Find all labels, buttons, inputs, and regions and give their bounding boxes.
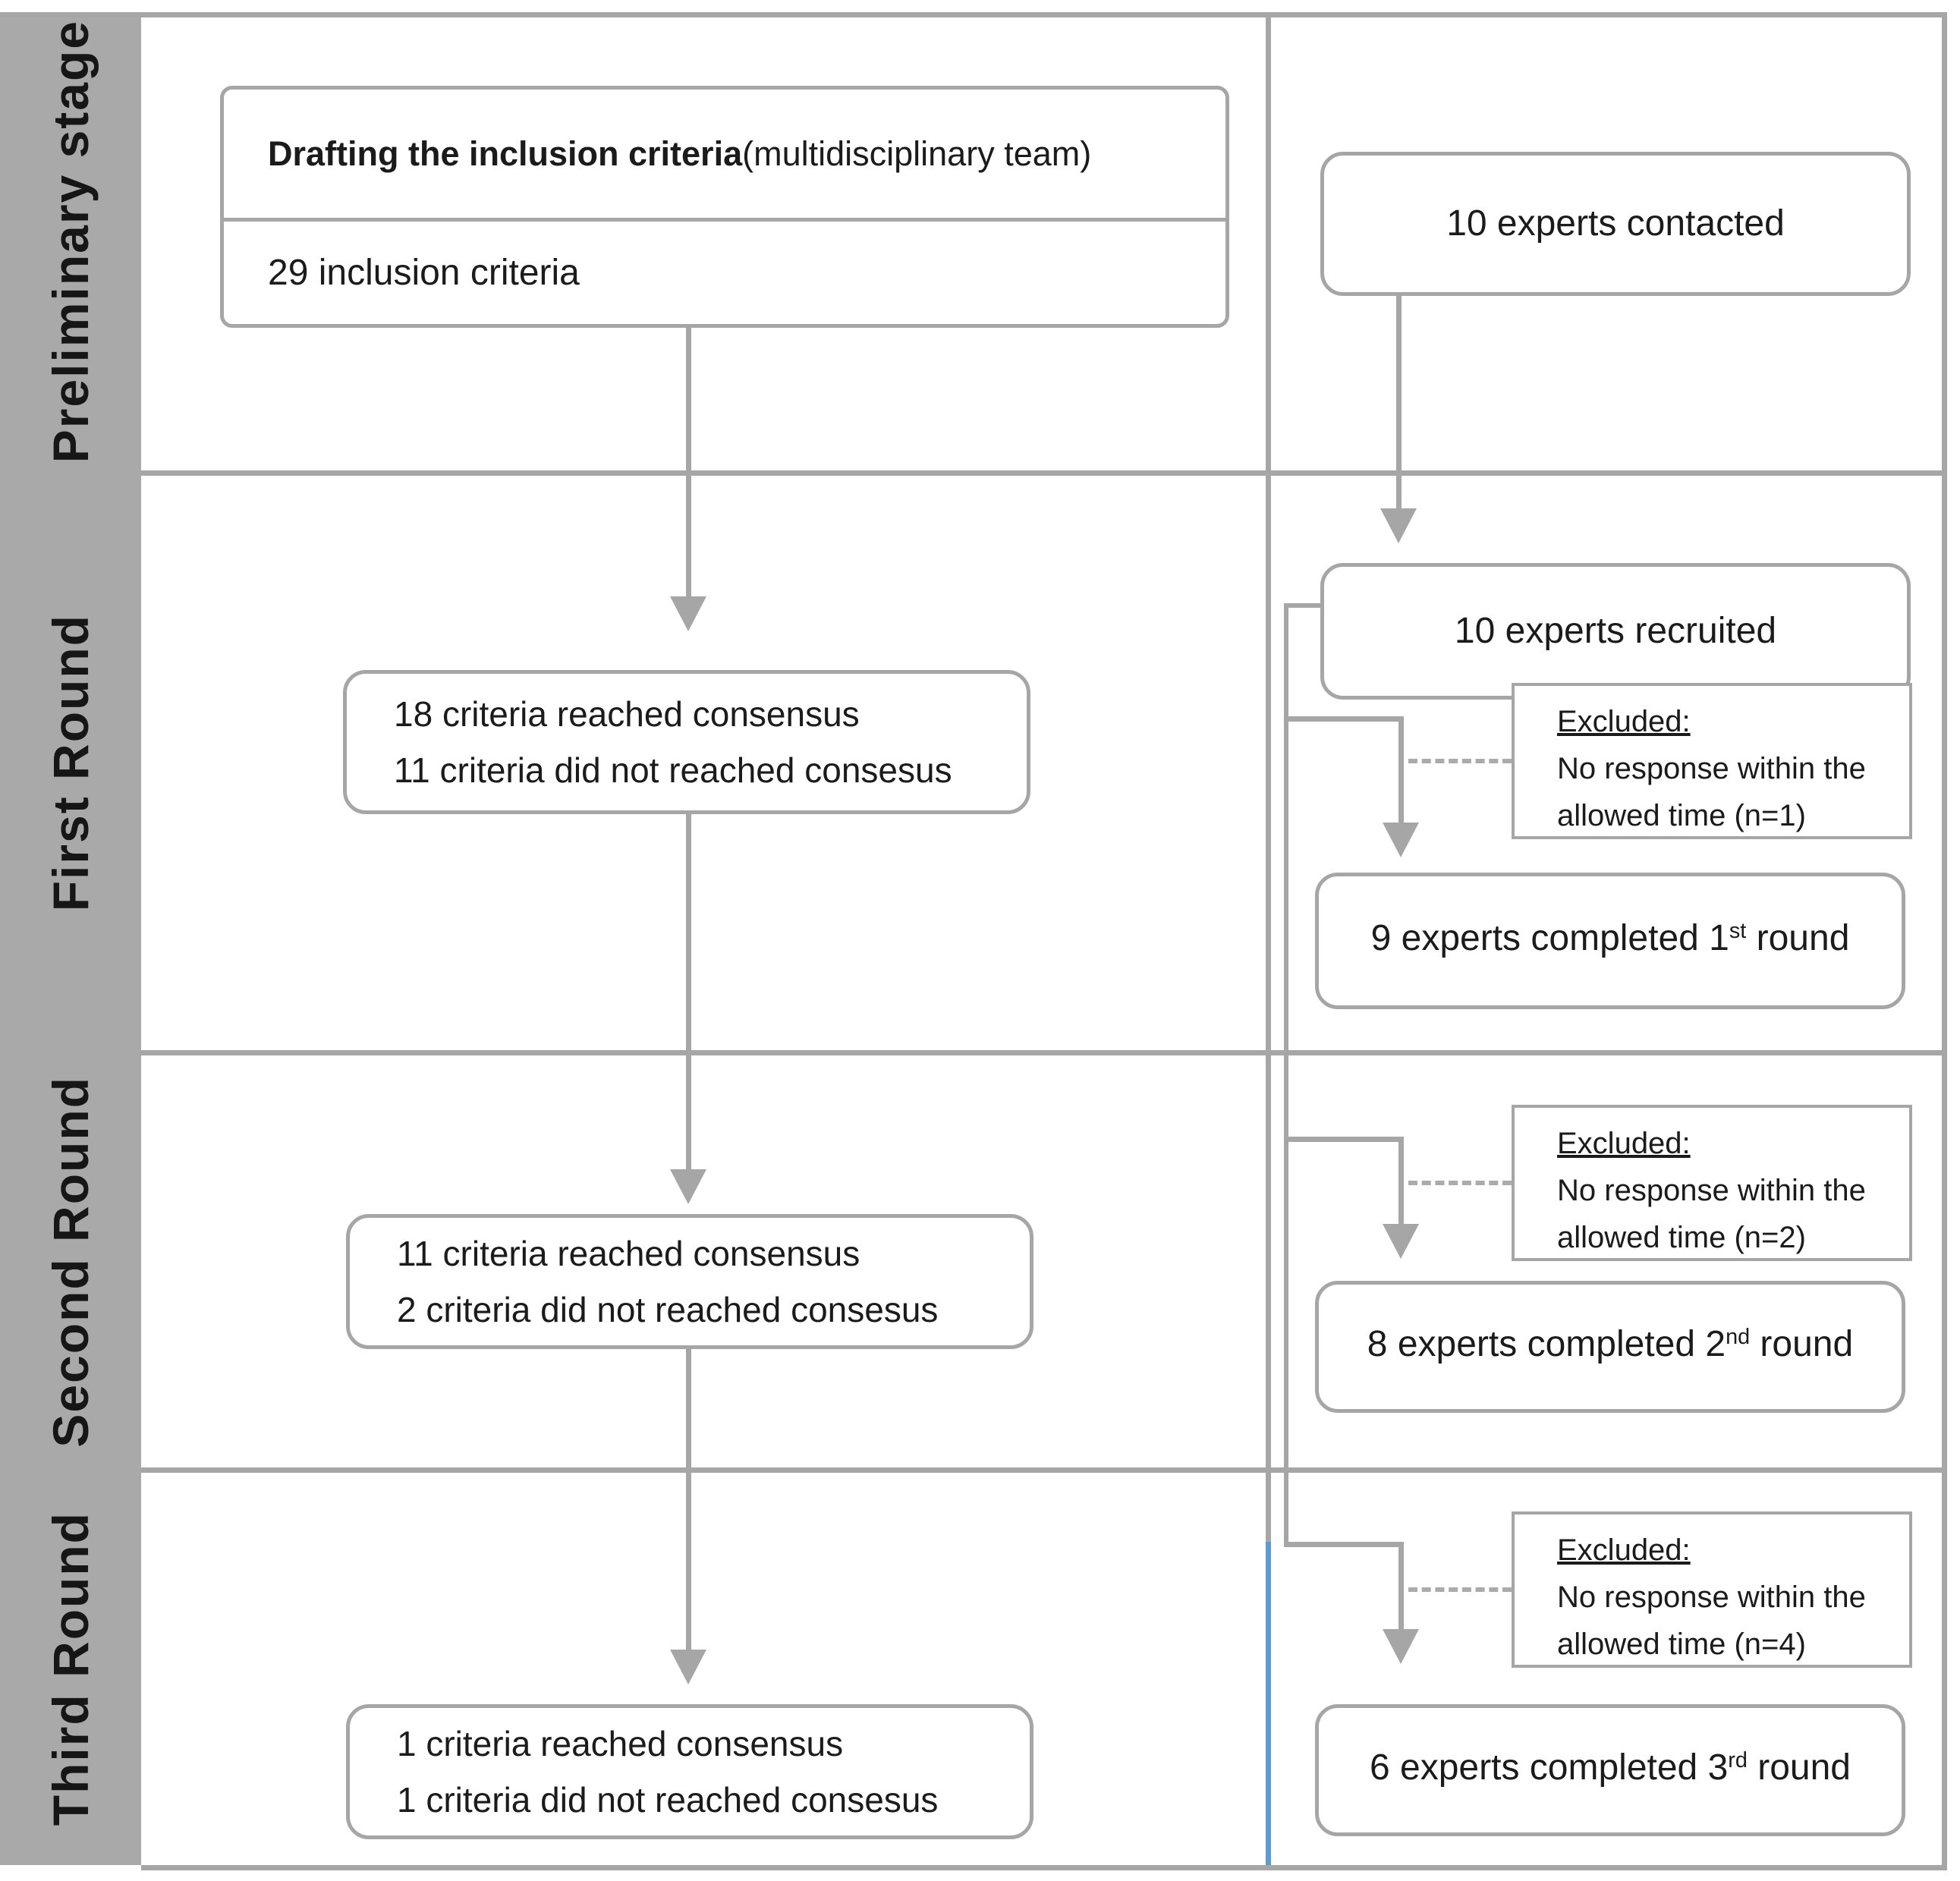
experts-completed-label: 8 experts completed 2nd round (1367, 1316, 1853, 1377)
inclusion-criteria-count: 29 inclusion criteria (224, 222, 1225, 324)
consensus-line: 18 criteria reached consensus (394, 694, 860, 734)
stage-sidebar (0, 12, 141, 1865)
connector-stub (1284, 603, 1323, 608)
table-bottom-border (141, 1865, 1947, 1870)
consensus-line: 11 criteria reached consensus (397, 1234, 860, 1273)
sidebar-label-first-round: First Round (0, 476, 141, 1050)
drafting-title-bold: Drafting the inclusion criteria (268, 134, 743, 173)
down-arrow-icon (1383, 1629, 1419, 1664)
experts-contacted-label: 10 experts contacted (1446, 203, 1785, 244)
completed-prefix: 9 experts completed 1 (1370, 918, 1729, 958)
down-arrow-icon (670, 1169, 706, 1204)
ordinal-superscript: st (1729, 919, 1747, 944)
branch-arrow-shaft-round1 (1398, 716, 1404, 824)
excluded-heading: Excluded: (1557, 1533, 1691, 1567)
excluded-dashed-link-round3 (1408, 1587, 1512, 1592)
excluded-reason-line: allowed time (n=1) (1557, 799, 1806, 832)
table-top-border (0, 12, 1947, 17)
row-divider-preliminary-first (141, 470, 1947, 476)
flow-arrow-shaft-2 (686, 814, 691, 1171)
row-divider-second-third (141, 1467, 1947, 1473)
completed-prefix: 6 experts completed 3 (1370, 1747, 1729, 1788)
stage-label: Third Round (42, 1511, 99, 1826)
down-arrow-icon (1380, 508, 1417, 543)
experts-contacted-box: 10 experts contacted (1320, 152, 1911, 296)
excluded-box-round1: Excluded: No response within the allowed… (1512, 683, 1912, 839)
excluded-box-round2: Excluded: No response within the allowed… (1512, 1105, 1912, 1261)
branch-line-round1 (1284, 716, 1403, 722)
ordinal-superscript: rd (1728, 1748, 1748, 1773)
drafting-title-rest: (multidisciplinary team) (742, 134, 1092, 173)
row-divider-first-second (141, 1050, 1947, 1055)
excluded-reason-line: No response within the (1557, 752, 1866, 785)
flow-arrow-shaft-1 (686, 328, 691, 598)
excluded-reason-line: No response within the (1557, 1581, 1866, 1614)
exclusion-connector-line (1284, 603, 1288, 1546)
excluded-heading: Excluded: (1557, 1127, 1691, 1160)
completed-suffix: round (1746, 918, 1850, 958)
completed-suffix: round (1747, 1747, 1851, 1788)
excluded-dashed-link-round1 (1408, 759, 1512, 763)
sidebar-label-third-round: Third Round (0, 1473, 141, 1865)
ordinal-superscript: nd (1726, 1325, 1751, 1350)
experts-completed-box-round3: 6 experts completed 3rd round (1315, 1704, 1905, 1836)
third-round-consensus-box: 1 criteria reached consensus 1 criteria … (346, 1704, 1033, 1839)
excluded-reason-line: allowed time (n=4) (1557, 1628, 1806, 1661)
sidebar-label-preliminary-stage: Preliminary stage (0, 12, 141, 470)
completed-prefix: 8 experts completed 2 (1367, 1324, 1726, 1364)
experts-completed-label: 6 experts completed 3rd round (1370, 1740, 1851, 1801)
excluded-box-round3: Excluded: No response within the allowed… (1512, 1511, 1912, 1668)
branch-arrow-shaft-round2 (1398, 1137, 1404, 1225)
experts-completed-box-round1: 9 experts completed 1st round (1315, 873, 1905, 1009)
consensus-line: 2 criteria did not reached consesus (397, 1290, 939, 1329)
experts-recruited-label: 10 experts recruited (1454, 611, 1777, 651)
flow-arrow-shaft-3 (686, 1349, 691, 1651)
drafting-box-title: Drafting the inclusion criteria (multidi… (224, 90, 1225, 222)
first-round-consensus-box: 18 criteria reached consensus 11 criteri… (343, 670, 1030, 814)
inclusion-criteria-count-text: 29 inclusion criteria (268, 252, 580, 293)
down-arrow-icon (1383, 823, 1419, 857)
experts-arrow-shaft (1396, 296, 1402, 510)
table-right-border (1942, 12, 1947, 1870)
consensus-line: 1 criteria did not reached consesus (397, 1780, 939, 1820)
experts-recruited-box: 10 experts recruited (1320, 563, 1911, 700)
down-arrow-icon (670, 596, 706, 631)
completed-suffix: round (1750, 1324, 1854, 1364)
down-arrow-icon (670, 1650, 706, 1684)
blue-accent-line (1266, 1542, 1271, 1865)
excluded-reason-line: No response within the (1557, 1174, 1866, 1207)
excluded-dashed-link-round2 (1408, 1181, 1512, 1185)
stage-label: Second Round (42, 1075, 99, 1448)
second-round-consensus-box: 11 criteria reached consensus 2 criteria… (346, 1214, 1033, 1349)
drafting-criteria-box: Drafting the inclusion criteria (multidi… (220, 86, 1229, 328)
stage-label: First Round (42, 614, 99, 912)
branch-line-round3 (1284, 1542, 1403, 1547)
experts-completed-box-round2: 8 experts completed 2nd round (1315, 1281, 1905, 1413)
down-arrow-icon (1383, 1224, 1419, 1259)
excluded-heading: Excluded: (1557, 705, 1691, 738)
branch-line-round2 (1284, 1137, 1403, 1142)
experts-completed-label: 9 experts completed 1st round (1371, 911, 1850, 971)
branch-arrow-shaft-round3 (1398, 1542, 1404, 1631)
consensus-line: 1 criteria reached consensus (397, 1724, 844, 1763)
consensus-line: 11 criteria did not reached consesus (394, 750, 952, 790)
excluded-reason-line: allowed time (n=2) (1557, 1221, 1806, 1254)
stage-label: Preliminary stage (42, 19, 99, 464)
column-divider (1266, 12, 1271, 1542)
sidebar-label-second-round: Second Round (0, 1055, 141, 1467)
